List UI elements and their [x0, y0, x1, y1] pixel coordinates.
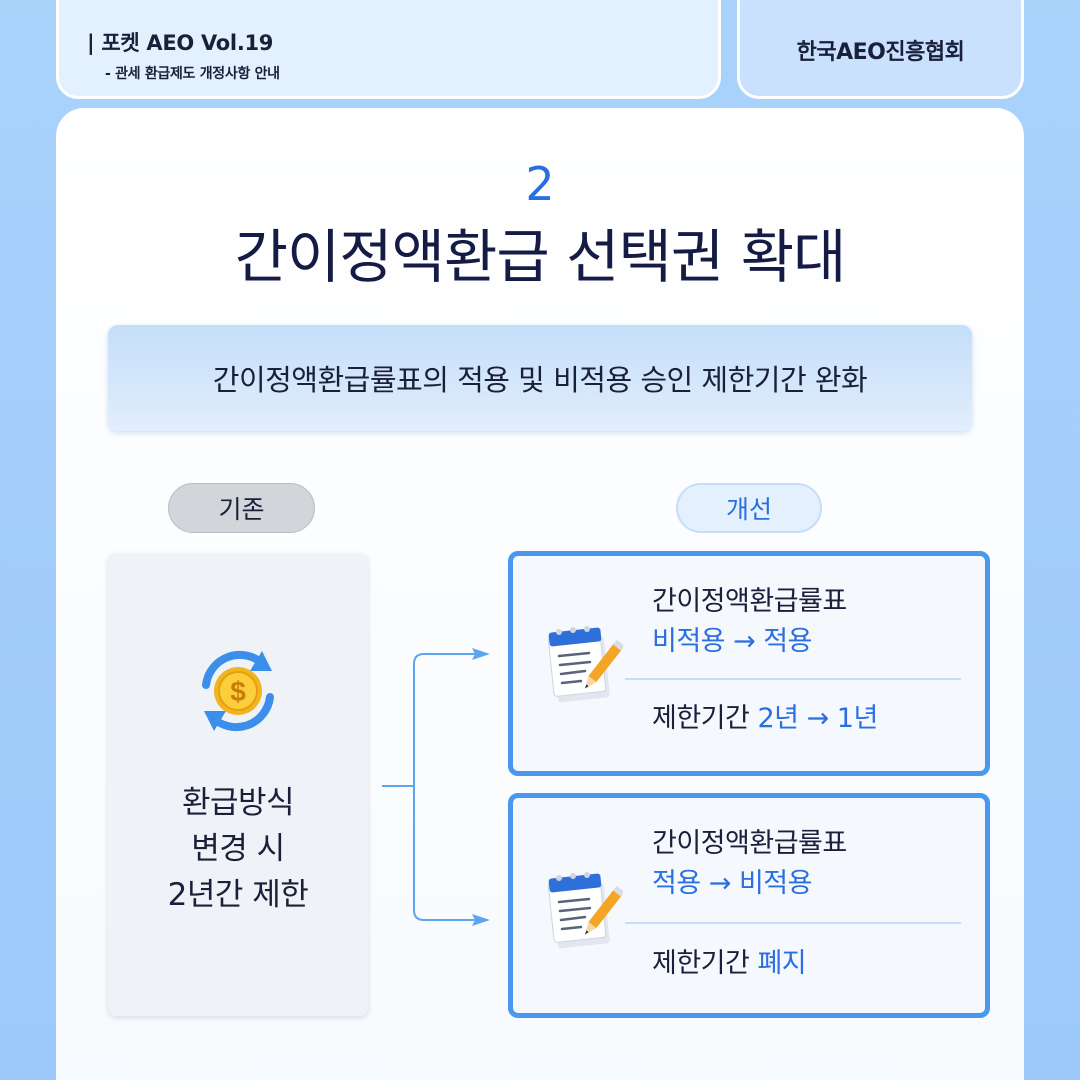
- svg-text:$: $: [230, 676, 246, 707]
- rate-change: 간이정액환급률표 적용 → 비적용: [652, 824, 847, 904]
- before-description: 환급방식 변경 시 2년간 제한: [108, 780, 368, 918]
- header-organization-panel: 한국AEO진흥협회: [737, 0, 1024, 99]
- before-line: 환급방식: [181, 785, 295, 821]
- section-title: 간이정액환급 선택권 확대: [234, 223, 847, 291]
- before-line: 2년간 제한: [167, 877, 309, 913]
- notepad-pencil-icon: [547, 872, 623, 949]
- before-panel: $ 환급방식 변경 시 2년간 제한: [108, 553, 368, 1016]
- rate-change-value: 비적용 → 적용: [652, 626, 812, 657]
- limit-label: 제한기간: [652, 948, 750, 979]
- limit-change-value: 2년 → 1년: [757, 703, 878, 734]
- organization-name: 한국AEO진흥협회: [796, 39, 965, 65]
- before-tag: 기존: [168, 483, 315, 533]
- header-series-panel: | 포켓 AEO Vol.19 - 관세 환급제도 개정사항 안내: [56, 0, 721, 99]
- series-title: | 포켓 AEO Vol.19: [87, 31, 274, 55]
- section-number: 2: [525, 157, 555, 211]
- summary-banner-text: 간이정액환급률표의 적용 및 비적용 승인 제한기간 완화: [212, 363, 868, 397]
- limit-change: 제한기간 폐지: [652, 941, 807, 980]
- limit-change-value: 폐지: [757, 948, 807, 979]
- summary-banner: 간이정액환급률표의 적용 및 비적용 승인 제한기간 완화: [108, 325, 972, 431]
- after-panel-apply: 간이정액환급률표 비적용 → 적용 제한기간 2년 → 1년: [508, 551, 990, 776]
- rate-label: 간이정액환급률표: [652, 586, 847, 617]
- divider: [625, 678, 961, 680]
- after-panel-nonapply: 간이정액환급률표 적용 → 비적용 제한기간 폐지: [508, 793, 990, 1018]
- rate-change: 간이정액환급률표 비적용 → 적용: [652, 582, 847, 662]
- series-subtitle: - 관세 환급제도 개정사항 안내: [105, 66, 280, 82]
- divider: [625, 922, 961, 924]
- rate-change-value: 적용 → 비적용: [652, 868, 812, 899]
- limit-change: 제한기간 2년 → 1년: [652, 696, 878, 735]
- after-tag: 개선: [676, 483, 822, 533]
- limit-label: 제한기간: [652, 703, 750, 734]
- rate-label: 간이정액환급률표: [652, 828, 847, 859]
- notepad-pencil-icon: [547, 626, 623, 703]
- coin-refresh-icon: $: [202, 650, 274, 732]
- branch-arrow-connector: [382, 648, 490, 926]
- before-line: 변경 시: [191, 831, 285, 867]
